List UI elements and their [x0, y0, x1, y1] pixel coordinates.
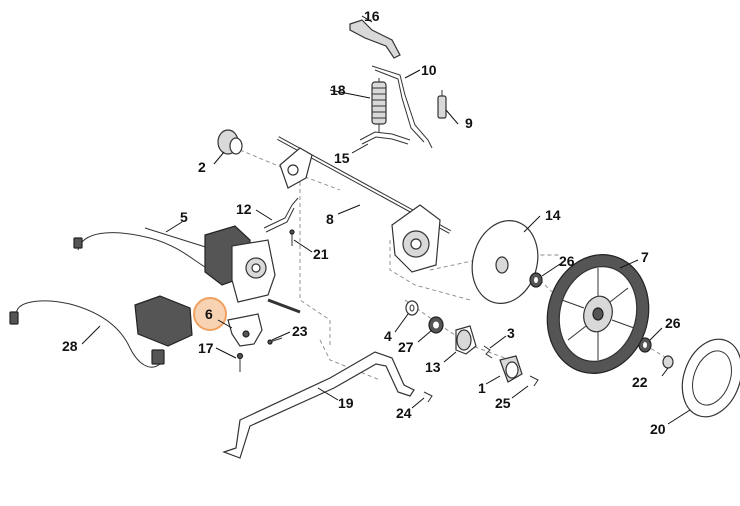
upper-gearbox: [204, 225, 301, 314]
label-part-25: 25: [495, 395, 511, 411]
label-part-18: 18: [330, 82, 346, 98]
label-part-22: 22: [632, 374, 648, 390]
part-21-screw: [289, 229, 295, 246]
label-part-26-lower: 26: [665, 315, 681, 331]
part-19-height-lever: [222, 351, 415, 459]
part-10-rod: [371, 65, 433, 149]
part-24-pin: [423, 391, 433, 403]
part-5-cable: [73, 227, 216, 271]
part-26-washer-b: [638, 337, 652, 353]
highlight-circle: [193, 297, 227, 331]
part-17-screw: [236, 352, 244, 372]
label-part-8: 8: [326, 211, 334, 227]
part-26-washer-a: [529, 272, 543, 288]
label-part-20: 20: [650, 421, 666, 437]
part-7-wheel: [546, 254, 650, 374]
part-9-small-spring: [437, 90, 447, 119]
leader-lines: [81, 69, 691, 425]
label-part-3: 3: [507, 325, 515, 341]
label-part-12: 12: [236, 201, 252, 217]
part-6-bracket: [227, 313, 263, 347]
part-28-drive-motor: [9, 295, 193, 368]
part-2-bushing: [217, 129, 243, 155]
label-part-28: 28: [62, 338, 78, 354]
label-part-19: 19: [338, 395, 354, 411]
part-20-hub-cap: [681, 338, 740, 418]
part-25-clip: [529, 375, 539, 387]
label-part-24: 24: [396, 405, 412, 421]
part-27-bearing: [428, 316, 444, 334]
part-8-axle-assembly: [277, 136, 451, 273]
label-part-15: 15: [334, 150, 350, 166]
part-3-spring-clip: [483, 345, 493, 359]
part-15-lever: [359, 131, 411, 145]
label-part-21: 21: [313, 246, 329, 262]
part-14-wheel-disc: [471, 219, 539, 305]
label-part-2: 2: [198, 159, 206, 175]
part-13-pawl-housing: [455, 325, 477, 355]
label-part-10: 10: [421, 62, 437, 78]
label-part-9: 9: [465, 115, 473, 131]
label-part-5: 5: [180, 209, 188, 225]
label-part-16: 16: [364, 8, 380, 24]
label-part-27: 27: [398, 339, 414, 355]
part-23-screw: [267, 337, 283, 345]
part-18-spring: [371, 78, 387, 132]
part-number-labels: 16 10 18 9 15 2 8 12 21 5 6 23 17 28 19 …: [62, 8, 681, 437]
label-part-6: 6: [205, 306, 213, 322]
part-22-nut: [662, 355, 674, 369]
label-part-14: 14: [545, 207, 561, 223]
label-part-26-upper: 26: [559, 253, 575, 269]
label-part-1: 1: [478, 380, 486, 396]
label-part-7: 7: [641, 249, 649, 265]
label-part-13: 13: [425, 359, 441, 375]
part-16-bracket: [349, 15, 401, 59]
label-part-23: 23: [292, 323, 308, 339]
part-1-pinion: [499, 355, 523, 383]
part-4-washer: [405, 300, 419, 316]
label-part-4: 4: [384, 328, 392, 344]
label-part-17: 17: [198, 340, 214, 356]
part-12-link: [263, 197, 299, 233]
